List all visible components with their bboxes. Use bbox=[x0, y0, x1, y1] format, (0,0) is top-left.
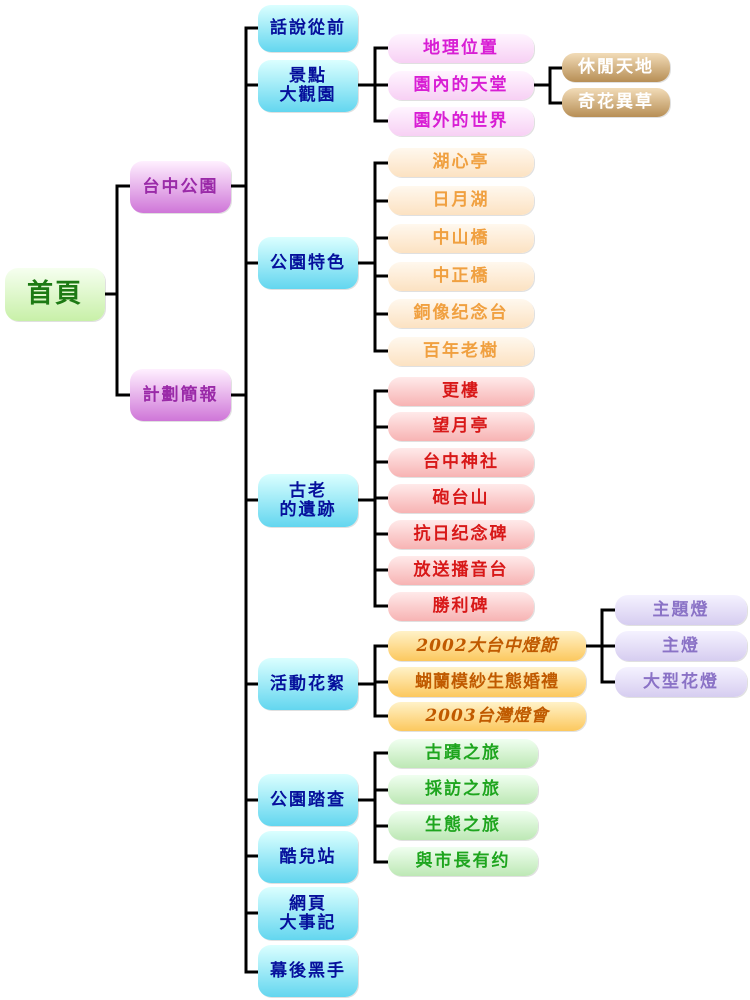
event-item[interactable]: 蝴蘭模紗生態婚禮 bbox=[388, 667, 586, 697]
feature-item[interactable]: 中正橋 bbox=[388, 262, 534, 291]
exotic-plants-node[interactable]: 奇花異草 bbox=[562, 88, 670, 117]
scenery-node-line-1: 景點 bbox=[289, 66, 327, 87]
feature-item[interactable]: 銅像纪念台 bbox=[388, 299, 534, 328]
relics-node-line-1: 古老 bbox=[289, 480, 327, 501]
event-item[interactable]: 2002大台中燈節 bbox=[388, 631, 586, 661]
relic-item[interactable]: 更樓 bbox=[388, 377, 534, 406]
web-events-node[interactable]: 網頁 大事記 bbox=[258, 887, 358, 940]
location-node[interactable]: 地理位置 bbox=[388, 34, 534, 63]
lantern-item[interactable]: 主燈 bbox=[615, 631, 747, 661]
relic-item[interactable]: 勝利碑 bbox=[388, 592, 534, 621]
survey-node[interactable]: 公園踏查 bbox=[258, 774, 358, 826]
scenery-node-line-2: 大觀園 bbox=[279, 85, 337, 105]
web-events-node-line-2: 大事記 bbox=[279, 912, 337, 933]
survey-item[interactable]: 古蹟之旅 bbox=[388, 739, 538, 768]
survey-item[interactable]: 採訪之旅 bbox=[388, 775, 538, 804]
web-events-node-line-1: 網頁 bbox=[289, 893, 327, 914]
feature-item[interactable]: 湖心亭 bbox=[388, 148, 534, 177]
relic-item[interactable]: 抗日纪念碑 bbox=[388, 520, 534, 549]
team-node[interactable]: 幕後黑手 bbox=[258, 945, 358, 997]
outside-node[interactable]: 園外的世界 bbox=[388, 107, 534, 136]
heaven-node[interactable]: 園內的天堂 bbox=[388, 71, 534, 100]
lantern-item[interactable]: 大型花燈 bbox=[615, 667, 747, 697]
leisure-node[interactable]: 休閒天地 bbox=[562, 53, 670, 82]
plan-node[interactable]: 計劃簡報 bbox=[130, 369, 231, 421]
event-item[interactable]: 2003台灣燈會 bbox=[388, 702, 586, 731]
home-node[interactable]: 首頁 bbox=[5, 268, 105, 321]
history-node[interactable]: 話說從前 bbox=[258, 5, 358, 52]
feature-item[interactable]: 中山橋 bbox=[388, 224, 534, 253]
lantern-item[interactable]: 主題燈 bbox=[615, 595, 747, 625]
relic-item[interactable]: 砲台山 bbox=[388, 484, 534, 513]
feature-item[interactable]: 日月湖 bbox=[388, 186, 534, 215]
park-node[interactable]: 台中公園 bbox=[130, 161, 231, 213]
survey-item[interactable]: 生態之旅 bbox=[388, 811, 538, 840]
events-node[interactable]: 活動花絮 bbox=[258, 658, 358, 710]
relic-item[interactable]: 放送播音台 bbox=[388, 556, 534, 585]
relics-node[interactable]: 古老 的遺跡 bbox=[258, 474, 358, 527]
features-node[interactable]: 公園特色 bbox=[258, 237, 358, 289]
relic-item[interactable]: 望月亭 bbox=[388, 412, 534, 441]
feature-item[interactable]: 百年老樹 bbox=[388, 337, 534, 366]
relic-item[interactable]: 台中神社 bbox=[388, 448, 534, 477]
survey-item[interactable]: 與市長有约 bbox=[388, 847, 538, 876]
relics-node-line-2: 的遺跡 bbox=[279, 499, 337, 520]
kids-node[interactable]: 酷兒站 bbox=[258, 831, 358, 883]
scenery-node[interactable]: 景點 大觀園 bbox=[258, 60, 358, 112]
